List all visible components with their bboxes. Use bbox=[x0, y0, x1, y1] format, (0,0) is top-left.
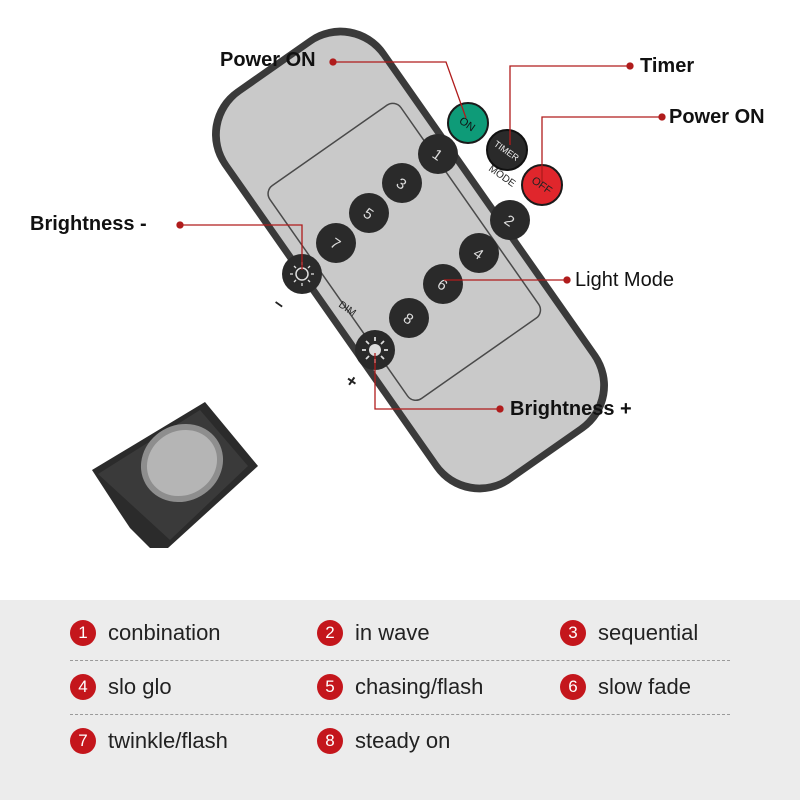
mode-item-5: 5 chasing/flash bbox=[317, 674, 483, 700]
mode-item-3: 3 sequential bbox=[560, 620, 698, 646]
callout-power-on-left: Power ON bbox=[220, 49, 316, 71]
callout-light-mode: Light Mode bbox=[575, 269, 674, 291]
callout-brightness-minus: Brightness - bbox=[30, 213, 147, 235]
mode-number-badge: 5 bbox=[317, 674, 343, 700]
mode-item-7: 7 twinkle/flash bbox=[70, 728, 228, 754]
product-illustration: ON TIMER OFF 1 3 5 7 2 4 6 8 bbox=[30, 27, 765, 548]
key-7[interactable]: 7 bbox=[316, 223, 356, 263]
key-1[interactable]: 1 bbox=[418, 134, 458, 174]
legend-row: 7 twinkle/flash 8 steady on bbox=[70, 716, 730, 768]
key-3[interactable]: 3 bbox=[382, 163, 422, 203]
sun-bright-icon bbox=[369, 344, 381, 356]
key-2[interactable]: 2 bbox=[490, 200, 530, 240]
leader-brightness-plus bbox=[374, 353, 504, 413]
brightness-plus-button[interactable] bbox=[355, 330, 395, 370]
mode-item-6: 6 slow fade bbox=[560, 674, 691, 700]
mode-item-2: 2 in wave bbox=[317, 620, 430, 646]
leader-brightness-minus bbox=[176, 221, 303, 270]
mode-label: steady on bbox=[355, 728, 451, 753]
minus-sign: − bbox=[270, 295, 287, 314]
mode-label: conbination bbox=[108, 620, 221, 645]
mode-label: slow fade bbox=[598, 674, 691, 699]
coin-battery bbox=[140, 423, 224, 503]
mode-number-badge: 8 bbox=[317, 728, 343, 754]
mode-label: in wave bbox=[355, 620, 430, 645]
key-6[interactable]: 6 bbox=[423, 264, 463, 304]
key-5[interactable]: 5 bbox=[349, 193, 389, 233]
mode-label: slo glo bbox=[108, 674, 172, 699]
light-mode-legend: 1 conbination 2 in wave 3 sequential 4 slo g… bbox=[0, 600, 800, 800]
key-panel-outline bbox=[267, 102, 542, 402]
mode-label: sequential bbox=[598, 620, 699, 645]
legend-row: 1 conbination 2 in wave 3 sequential bbox=[70, 608, 730, 661]
key-8[interactable]: 8 bbox=[389, 298, 429, 338]
leader-timer bbox=[509, 62, 634, 145]
mode-item-4: 4 slo glo bbox=[70, 674, 172, 700]
leader-power-on-left bbox=[329, 58, 467, 119]
remote-illustration: ON TIMER OFF 1 3 5 7 2 4 6 8 bbox=[92, 27, 666, 548]
mode-number-badge: 6 bbox=[560, 674, 586, 700]
mode-label: chasing/flash bbox=[355, 674, 484, 699]
mode-item-8: 8 steady on bbox=[317, 728, 450, 754]
legend-row: 4 slo glo 5 chasing/flash 6 slow fade bbox=[70, 662, 730, 715]
callout-brightness-plus: Brightness + bbox=[510, 398, 632, 420]
mode-number-badge: 1 bbox=[70, 620, 96, 646]
mode-item-1: 1 conbination bbox=[70, 620, 221, 646]
timer-button[interactable]: TIMER bbox=[486, 129, 528, 171]
remote-face bbox=[219, 35, 601, 485]
callout-power-on-right: Power ON bbox=[669, 106, 765, 128]
callout-timer: Timer bbox=[640, 55, 695, 77]
brightness-minus-button[interactable] bbox=[282, 254, 322, 294]
mode-number-badge: 2 bbox=[317, 620, 343, 646]
leader-power-on-right bbox=[541, 113, 666, 182]
mode-number-badge: 3 bbox=[560, 620, 586, 646]
mode-number-badge: 7 bbox=[70, 728, 96, 754]
remote-control bbox=[212, 27, 608, 493]
key-4[interactable]: 4 bbox=[459, 233, 499, 273]
mode-number-badge: 4 bbox=[70, 674, 96, 700]
plus-sign: + bbox=[342, 370, 362, 392]
leader-light-mode bbox=[444, 276, 571, 284]
on-button[interactable]: ON bbox=[447, 102, 489, 144]
mode-label: twinkle/flash bbox=[108, 728, 228, 753]
